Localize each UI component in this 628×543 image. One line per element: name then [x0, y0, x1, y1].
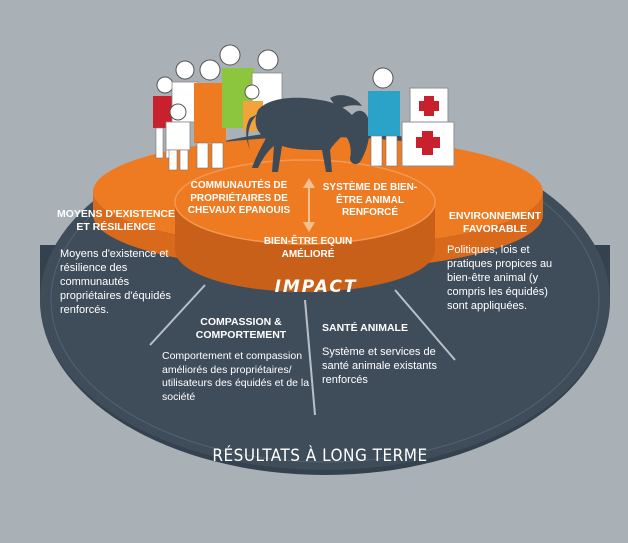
- segment-livelihoods-body: Moyens d'existence et résilience des com…: [60, 248, 171, 316]
- segment-livelihoods-title: MOYENS D'EXISTENCE ET RÉSILIENCE: [56, 208, 176, 233]
- segment-environment-body: Politiques, lois et pratiques propices a…: [447, 244, 553, 312]
- inner-platform: [175, 160, 435, 244]
- impact-label: IMPACT: [274, 277, 358, 297]
- long-term-results-label: RÉSULTATS À LONG TERME: [212, 446, 428, 466]
- segment-health-body: Système et services de santé animale exi…: [322, 346, 437, 386]
- segment-compassion-title: COMPASSION & COMPORTEMENT: [195, 316, 287, 341]
- segment-compassion-body: Comportement et compassion améliorés des…: [162, 350, 310, 403]
- center-bottom-label: BIEN-ÊTRE EQUIN AMÉLIORÉ: [263, 236, 353, 260]
- vet-person-icon: [368, 67, 400, 167]
- center-right-label: SYSTÈME DE BIEN-ÊTRE ANIMAL RENFORCÉ: [322, 182, 418, 218]
- divider-left: [149, 284, 206, 346]
- divider-right: [394, 289, 456, 361]
- divider-middle: [304, 299, 316, 416]
- segment-environment-title: ENVIRONNEMENT FAVORABLE: [448, 210, 542, 235]
- horse-icon: [246, 95, 370, 172]
- center-left-label: COMMUNAUTÉS DE PROPRIÉTAIRES DE CHEVAUX …: [187, 180, 291, 216]
- inner-platform-rim: [174, 159, 436, 245]
- segment-health-title: SANTÉ ANIMALE: [322, 322, 408, 334]
- double-arrow-icon: [303, 178, 315, 232]
- medical-kit-icon: [401, 87, 455, 167]
